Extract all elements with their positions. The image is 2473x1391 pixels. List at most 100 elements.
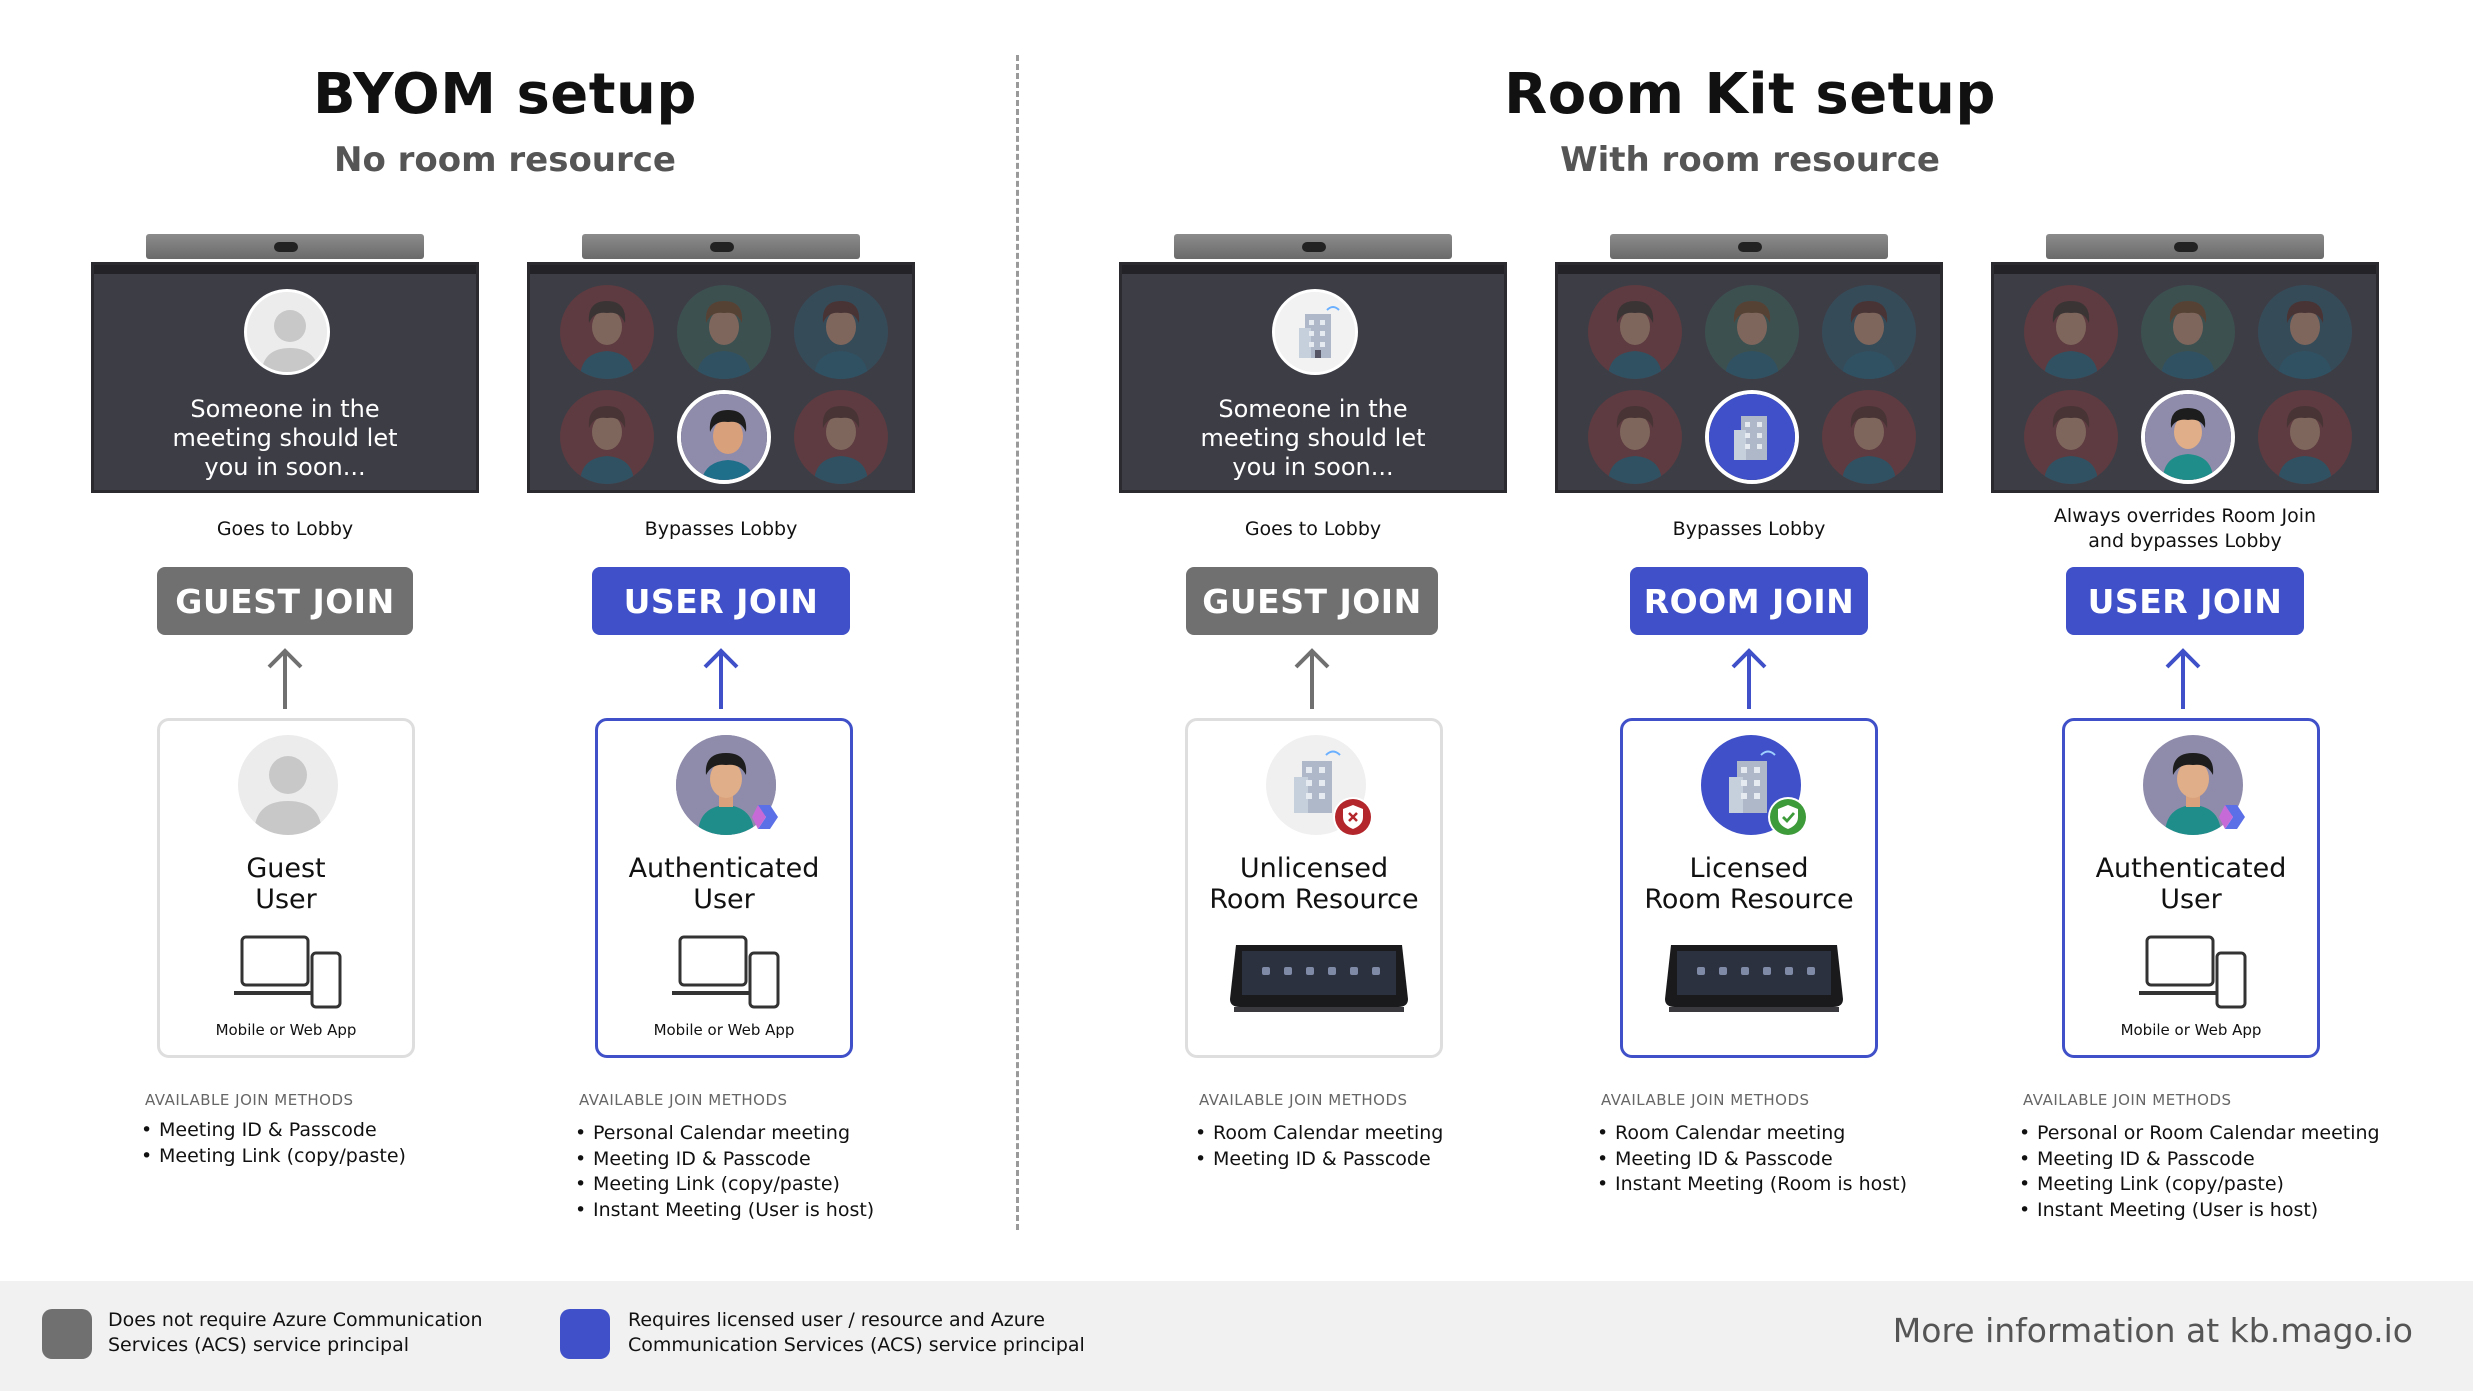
list-item: Personal Calendar meeting: [575, 1121, 874, 1147]
byom-subtitle: No room resource: [333, 140, 676, 180]
list-item: Meeting Link (copy/paste): [2019, 1172, 2380, 1198]
room-avatar-icon: [1272, 289, 1358, 375]
roomkit-title: Room Kit setup: [1504, 62, 1996, 127]
methods-list: Meeting ID & Passcode Meeting Link (copy…: [141, 1118, 406, 1169]
list-item: Room Calendar meeting: [1597, 1121, 1907, 1147]
device-caption: Mobile or Web App: [2120, 1021, 2262, 1039]
participant-avatar: [794, 390, 888, 484]
methods-list: Room Calendar meeting Meeting ID & Passc…: [1597, 1121, 1907, 1198]
camera-bar: [146, 234, 424, 259]
laptop-phone-icon: [234, 935, 342, 1009]
room-participant-avatar: [1705, 390, 1799, 484]
device-caption: Mobile or Web App: [653, 1021, 795, 1039]
guest-join-badge: GUEST JOIN: [157, 567, 413, 635]
copilot-icon: [748, 799, 784, 835]
user-participant-avatar: [2141, 390, 2235, 484]
legend-blue-swatch: [560, 1309, 610, 1359]
methods-list: Personal or Room Calendar meeting Meetin…: [2019, 1121, 2380, 1223]
camera-bar: [1174, 234, 1452, 259]
device-caption: Mobile or Web App: [215, 1021, 357, 1039]
participant-avatar: [1588, 285, 1682, 379]
participant-avatar: [677, 285, 771, 379]
list-item: Meeting ID & Passcode: [141, 1118, 406, 1144]
arrow-up-icon: [703, 648, 739, 709]
list-item: Instant Meeting (Room is host): [1597, 1172, 1907, 1198]
methods-list: Room Calendar meeting Meeting ID & Passc…: [1195, 1121, 1443, 1172]
participant-grid: [1558, 265, 1940, 490]
lobby-label: Goes to Lobby: [216, 518, 354, 540]
more-info-link[interactable]: More information at kb.mago.io: [1892, 1311, 2413, 1350]
lobby-screen: Someone in the meeting should let you in…: [1119, 262, 1507, 493]
list-item: Instant Meeting (User is host): [575, 1198, 874, 1224]
participant-avatar: [2258, 390, 2352, 484]
participant-grid: [1994, 265, 2376, 490]
laptop-phone-icon: [672, 935, 780, 1009]
lobby-screen: Someone in the meeting should let you in…: [91, 262, 479, 493]
column-byom-guest: Someone in the meeting should let you in…: [91, 0, 491, 1280]
participant-avatar: [560, 390, 654, 484]
legend-blue-text: Requires licensed user / resource and Az…: [628, 1309, 1085, 1356]
section-divider: [1016, 55, 1019, 1230]
copilot-icon: [2215, 799, 2251, 835]
list-item: Meeting Link (copy/paste): [575, 1172, 874, 1198]
guest-avatar-icon: [244, 289, 330, 375]
user-join-badge: USER JOIN: [2066, 567, 2304, 635]
room-join-badge: ROOM JOIN: [1630, 567, 1868, 635]
list-item: Room Calendar meeting: [1195, 1121, 1443, 1147]
list-item: Meeting ID & Passcode: [1195, 1147, 1443, 1173]
byom-title: BYOM setup: [312, 62, 698, 127]
participant-avatar: [1705, 285, 1799, 379]
bypass-label: Bypasses Lobby: [644, 518, 798, 540]
user-participant-avatar: [677, 390, 771, 484]
legend-gray-swatch: [42, 1309, 92, 1359]
list-item: Meeting ID & Passcode: [2019, 1147, 2380, 1173]
guest-join-badge: GUEST JOIN: [1186, 567, 1438, 635]
participant-avatar: [2258, 285, 2352, 379]
arrow-up-icon: [267, 648, 303, 709]
list-item: Meeting ID & Passcode: [1597, 1147, 1907, 1173]
meeting-grid-screen: [1555, 262, 1943, 493]
camera-bar: [2046, 234, 2324, 259]
arrow-up-icon: [1294, 648, 1330, 709]
arrow-up-icon: [2165, 648, 2201, 709]
user-join-badge: USER JOIN: [592, 567, 850, 635]
methods-heading: AVAILABLE JOIN METHODS: [579, 1091, 788, 1109]
list-item: Instant Meeting (User is host): [2019, 1198, 2380, 1224]
meeting-grid-screen: [1991, 262, 2379, 493]
meeting-grid-screen: [527, 262, 915, 493]
camera-bar: [582, 234, 860, 259]
participant-avatar: [1822, 285, 1916, 379]
lobby-label: Goes to Lobby: [1244, 518, 1382, 540]
roomkit-subtitle: With room resource: [1560, 140, 1940, 180]
list-item: Meeting ID & Passcode: [575, 1147, 874, 1173]
participant-avatar: [1588, 390, 1682, 484]
room-panel-device-icon: [1665, 945, 1843, 1012]
participant-avatar: [794, 285, 888, 379]
participant-avatar: [2141, 285, 2235, 379]
methods-list: Personal Calendar meeting Meeting ID & P…: [575, 1121, 874, 1223]
camera-bar: [1610, 234, 1888, 259]
list-item: Personal or Room Calendar meeting: [2019, 1121, 2380, 1147]
room-panel-device-icon: [1230, 945, 1408, 1012]
arrow-up-icon: [1731, 648, 1767, 709]
list-item: Meeting Link (copy/paste): [141, 1144, 406, 1170]
denied-shield-icon: [1333, 797, 1373, 837]
lobby-message: Someone in the meeting should let you in…: [1200, 395, 1426, 481]
methods-heading: AVAILABLE JOIN METHODS: [2023, 1091, 2232, 1109]
participant-avatar: [560, 285, 654, 379]
participant-avatar: [2024, 285, 2118, 379]
